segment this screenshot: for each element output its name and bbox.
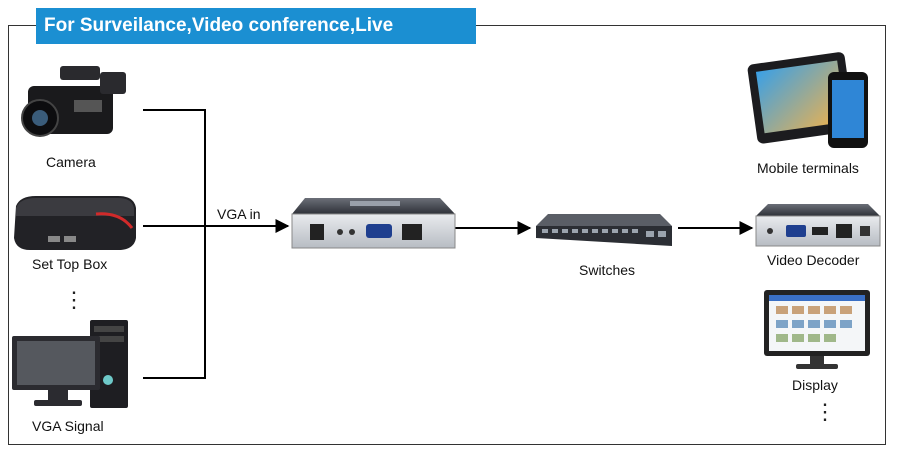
desktop-computer-icon [12, 320, 128, 408]
mobile-terminals-label: Mobile terminals [757, 160, 859, 176]
banner-title: For Surveilance,Video conference,Live St… [36, 8, 476, 72]
video-camera-icon [21, 66, 126, 137]
camera-connector [143, 109, 206, 379]
set-top-box-icon [14, 196, 136, 250]
more-outputs-marker: ⋮ [814, 399, 836, 424]
tablet-phone-icon [747, 52, 868, 148]
camera-label: Camera [46, 154, 96, 170]
video-decoder-label: Video Decoder [767, 252, 860, 268]
more-sources-marker: ⋮ [63, 287, 85, 312]
vga-in-label: VGA in [217, 206, 261, 222]
display-label: Display [792, 377, 838, 393]
set-top-box-label: Set Top Box [32, 256, 108, 272]
monitor-icon [764, 290, 870, 369]
network-switch-icon [536, 214, 672, 246]
switches-label: Switches [579, 262, 636, 278]
connectors [143, 109, 754, 379]
video-decoder-icon [755, 204, 881, 247]
vga-signal-label: VGA Signal [32, 418, 104, 434]
video-encoder-icon [291, 198, 456, 249]
